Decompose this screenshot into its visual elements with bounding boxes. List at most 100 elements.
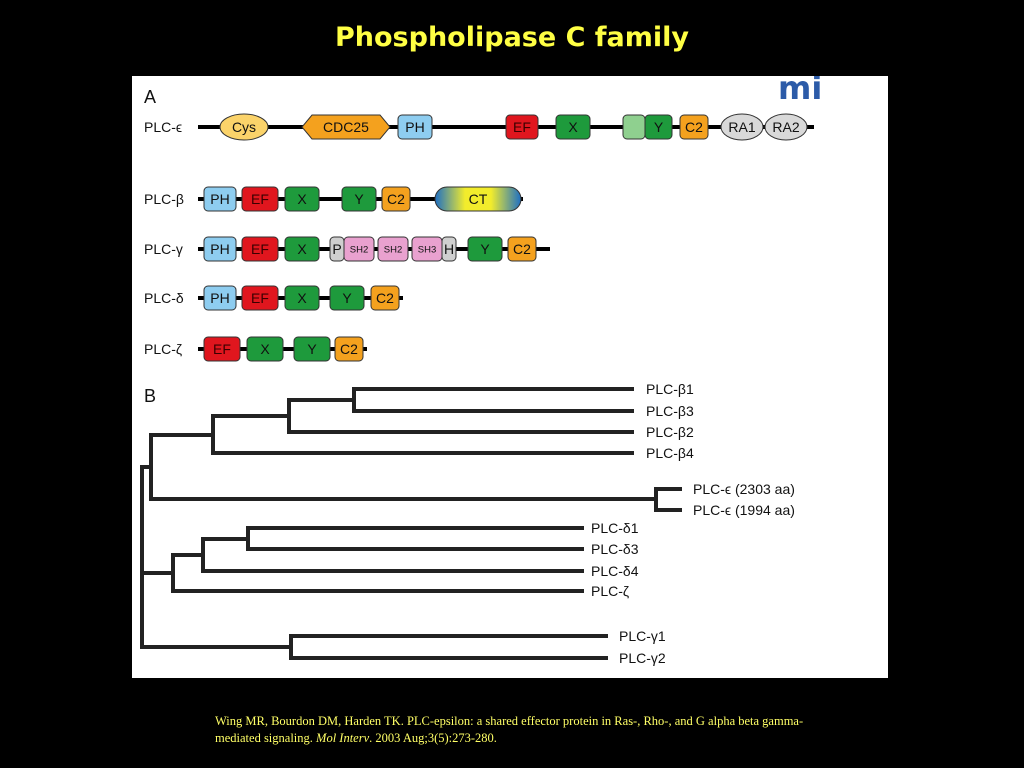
domain-label: C2 <box>376 290 394 306</box>
protein-row: PLC-δ PH EF X Y C2 <box>144 285 403 311</box>
domain-ph <box>203 285 237 311</box>
domain-ph <box>203 186 237 212</box>
mi-logo: mi <box>778 76 822 107</box>
protein-row: PLC-ϵ Cys CDC25 PH EF X Y C2 RA1 RA2 <box>144 113 814 141</box>
domain-label: SH2 <box>384 245 402 256</box>
citation-journal: Mol Interv <box>316 731 370 745</box>
tree-leaf-label: PLC-ζ <box>591 583 629 599</box>
tree-leaf-label: PLC-β1 <box>646 381 694 397</box>
domain-label: X <box>297 290 307 306</box>
domain-x <box>284 186 320 212</box>
domain-label: H <box>444 241 454 257</box>
tree-leaf-label: PLC-ϵ (2303 aa) <box>693 481 795 497</box>
domain-label: EF <box>251 191 269 207</box>
domain-cdc25 <box>301 114 391 140</box>
domain-y <box>341 186 377 212</box>
protein-name: PLC-ϵ <box>144 119 182 135</box>
tree-leaf-label: PLC-β4 <box>646 445 694 461</box>
tree-leaf-label: PLC-γ1 <box>619 628 666 644</box>
domain-y <box>293 336 331 362</box>
protein-row: PLC-ζ EF X Y C2 <box>144 336 367 362</box>
domain-label: EF <box>513 119 531 135</box>
domain-c2 <box>334 336 364 362</box>
citation-details: . 2003 Aug;3(5):273-280. <box>369 731 497 745</box>
tree-leaf-label: PLC-δ4 <box>591 563 639 579</box>
domain-sh <box>377 236 409 262</box>
domain-label: X <box>297 191 307 207</box>
domain-x <box>284 236 320 262</box>
domain-label: Y <box>354 191 364 207</box>
protein-row: PLC-γ PH EF X P SH2 SH2 SH3 H Y C2 <box>144 236 550 262</box>
domain-label: PH <box>210 241 229 257</box>
domain-label: Y <box>480 241 490 257</box>
tree-leaf-label: PLC-δ3 <box>591 541 639 557</box>
domain-ra <box>764 113 808 141</box>
domain-label: PH <box>210 191 229 207</box>
domain-ph <box>203 236 237 262</box>
domain-label: EF <box>251 241 269 257</box>
domain-x <box>246 336 284 362</box>
domain-label: C2 <box>387 191 405 207</box>
tree-leaf-label: PLC-β3 <box>646 403 694 419</box>
domain-sh <box>343 236 375 262</box>
domain-label: C2 <box>685 119 703 135</box>
domain-label: P <box>332 241 341 257</box>
tree-leaf-label: PLC-ϵ (1994 aa) <box>693 502 795 518</box>
domain-ct <box>434 186 522 212</box>
domain-splitph <box>441 236 457 262</box>
domain-label: Y <box>307 341 317 357</box>
domain-label: SH3 <box>418 245 436 256</box>
domain-x <box>555 114 591 140</box>
domain-label: Y <box>654 119 664 135</box>
domain-ef <box>241 285 279 311</box>
domain-cys <box>219 113 269 141</box>
domain-label: PH <box>210 290 229 306</box>
domain-label: PH <box>405 119 424 135</box>
protein-name: PLC-ζ <box>144 341 182 357</box>
protein-row: PLC-β PH EF X Y C2 CT <box>144 186 523 212</box>
domain-label: C2 <box>340 341 358 357</box>
domain-label: EF <box>213 341 231 357</box>
domain-label: X <box>568 119 578 135</box>
domain-label: EF <box>251 290 269 306</box>
citation-text: Wing MR, Bourdon DM, Harden TK. PLC-epsi… <box>215 714 804 745</box>
citation: Wing MR, Bourdon DM, Harden TK. PLC-epsi… <box>215 713 815 747</box>
domain-label: RA1 <box>728 119 755 135</box>
domain-label: X <box>260 341 270 357</box>
domain-c2 <box>507 236 537 262</box>
tree-leaf-label: PLC-γ2 <box>619 650 666 666</box>
domain-ef <box>241 236 279 262</box>
domain-label: SH2 <box>350 245 368 256</box>
domain-y <box>644 114 673 140</box>
domain-label: C2 <box>513 241 531 257</box>
domain-c2 <box>381 186 411 212</box>
tree-leaf-label: PLC-δ1 <box>591 520 639 536</box>
domain-label: Cys <box>232 119 256 135</box>
domain-c2 <box>370 285 400 311</box>
protein-name: PLC-δ <box>144 290 184 306</box>
domain-ef <box>241 186 279 212</box>
domain-label: Y <box>342 290 352 306</box>
domain-x <box>284 285 320 311</box>
slide-title: Phospholipase C family <box>335 22 689 53</box>
domain-c2 <box>679 114 709 140</box>
domain-ra <box>720 113 764 141</box>
domain-ef <box>203 336 241 362</box>
domain-label: RA2 <box>772 119 799 135</box>
panel-a-label: A <box>144 87 156 107</box>
protein-name: PLC-β <box>144 191 184 207</box>
domain-ef <box>505 114 539 140</box>
domain-label: CT <box>469 191 488 207</box>
panel-b-label: B <box>144 386 156 406</box>
tree-leaf-label: PLC-β2 <box>646 424 694 440</box>
domain-y <box>467 236 503 262</box>
domain-y <box>329 285 365 311</box>
domain-label: CDC25 <box>323 119 369 135</box>
domain-insert <box>622 114 646 140</box>
protein-name: PLC-γ <box>144 241 183 257</box>
domain-label: X <box>297 241 307 257</box>
domain-ph <box>397 114 433 140</box>
